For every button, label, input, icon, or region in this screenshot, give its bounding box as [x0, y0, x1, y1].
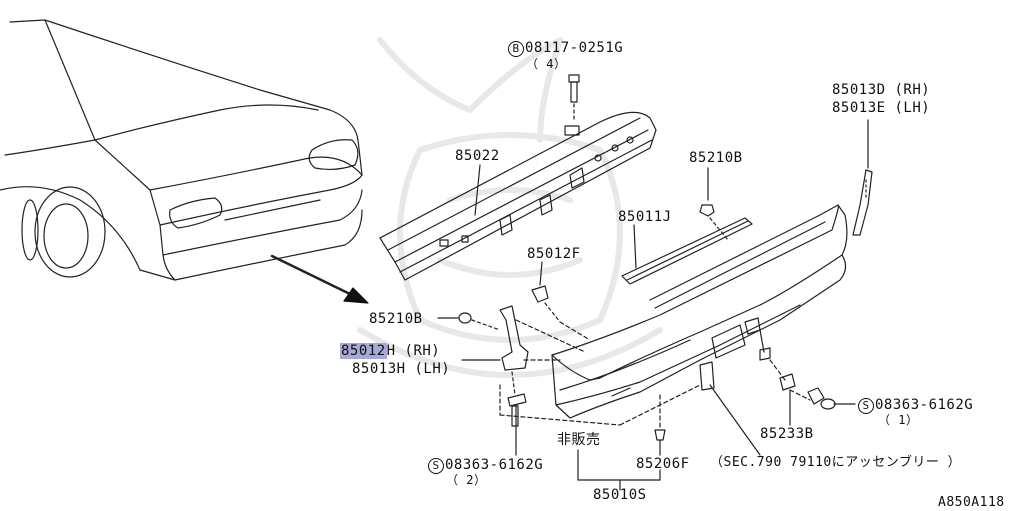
label-screw-bottom-qty: （ 2）: [446, 473, 487, 487]
bracket-b: [780, 374, 795, 425]
label-side-bracket-lh: 85013E (LH): [832, 100, 931, 116]
assembly-lines: [500, 322, 810, 430]
label-clip-top: 85210B: [689, 150, 743, 166]
screw-bottom-code: 08363-6162G: [445, 457, 544, 473]
label-bracket-b: 85233B: [760, 426, 814, 442]
side-bracket: [853, 120, 872, 235]
label-seal-strip: 85011J: [618, 209, 672, 225]
watermark-emblem: [360, 40, 660, 375]
circle-s-symbol: S: [858, 398, 874, 414]
label-assembly: 85010S: [593, 487, 647, 503]
screw-right: [808, 388, 855, 409]
bumper-cover: [552, 205, 847, 418]
screw-right-code: 08363-6162G: [875, 397, 974, 413]
bolt-top: [569, 75, 579, 122]
label-diagram-id: A850A118: [938, 495, 1005, 510]
circle-b-symbol: B: [508, 41, 524, 57]
bracket-h: [462, 306, 585, 395]
bracket-f: [532, 262, 560, 322]
label-bracket-f: 85012F: [527, 246, 581, 262]
label-screw-right-qty: （ 1）: [878, 413, 919, 427]
reinforcement-bar: [380, 112, 656, 280]
label-reinforcement: 85022: [455, 148, 500, 164]
bolt-top-code: 08117-0251G: [525, 40, 624, 56]
circle-s-symbol: S: [428, 458, 444, 474]
label-bracket-h-rh[interactable]: 85012H (RH): [340, 343, 440, 359]
car-body-illustration: [0, 20, 362, 280]
label-clip-bottom: 85206F: [636, 456, 690, 472]
label-sec-reference: （SEC.790 79110にアッセンブリー ）: [710, 455, 962, 470]
clip-top: [700, 168, 728, 240]
clip-left: [438, 313, 500, 330]
clip-bottom: [655, 430, 665, 455]
leader-lines: [578, 385, 760, 490]
highlighted-part-number[interactable]: 85012: [340, 343, 387, 359]
label-side-bracket-rh: 85013D (RH): [832, 82, 931, 98]
label-bracket-h-lh: 85013H (LH): [352, 361, 451, 377]
screw-bottom-left: [508, 394, 526, 455]
label-not-sold: 非販売: [557, 432, 601, 448]
direction-arrow: [272, 256, 352, 295]
bracket-h-rh-suffix: H (RH): [386, 343, 441, 359]
seal-strip: [622, 218, 752, 284]
label-bolt-top-qty: （ 4）: [526, 57, 567, 71]
label-clip-left: 85210B: [369, 311, 423, 327]
